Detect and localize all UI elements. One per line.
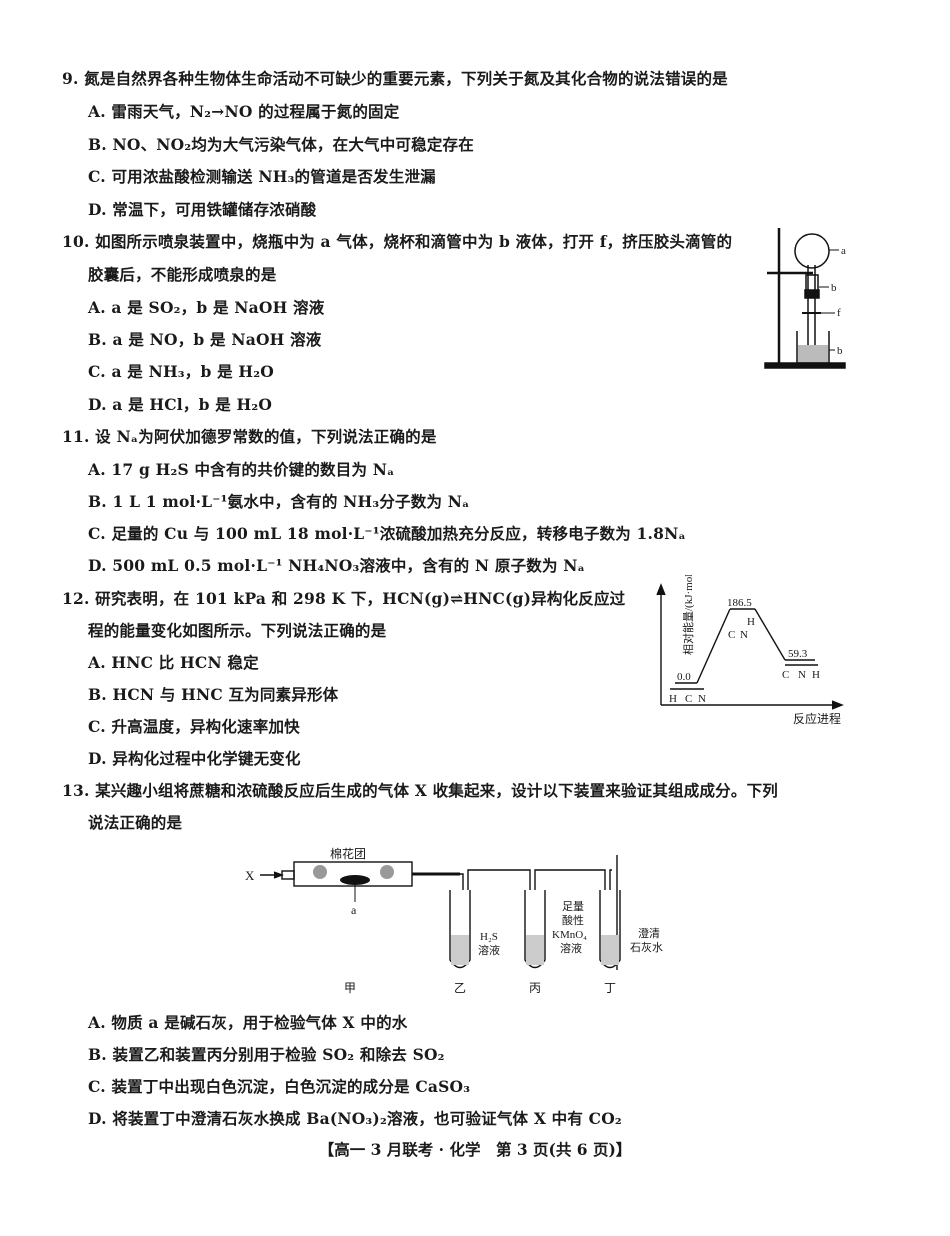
q13-option-d: D. 将装置丁中澄清石灰水换成 Ba(NO₃)₂溶液，也可验证气体 X 中有 C…: [88, 1109, 622, 1128]
question-10-stem-2: 胶囊后，不能形成喷泉的是: [88, 265, 277, 284]
q11-option-b: B. 1 L 1 mol·L⁻¹氨水中，含有的 NH₃分子数为 Nₐ: [88, 492, 470, 511]
atom-label: C: [782, 669, 789, 681]
label-bing-reagent: 足量: [562, 900, 584, 913]
question-11-stem: 11. 设 Nₐ为阿伏加德罗常数的值，下列说法正确的是: [62, 427, 437, 446]
label-b-beaker: b: [837, 345, 843, 357]
label-ding-reagent: 澄清: [638, 926, 660, 940]
label-bing-reagent: KMnO₄: [552, 929, 587, 941]
page-footer: 【高一 3 月联考 · 化学 第 3 页(共 6 页)】: [318, 1140, 632, 1159]
atom-label: H: [812, 669, 820, 681]
q10-option-a: A. a 是 SO₂，b 是 NaOH 溶液: [88, 298, 325, 317]
value-hcn: 0.0: [677, 671, 691, 683]
q10-option-c: C. a 是 NH₃，b 是 H₂O: [88, 362, 274, 381]
label-x: X: [245, 868, 255, 883]
q9-option-a: A. 雷雨天气，N₂→NO 的过程属于氮的固定: [88, 102, 400, 121]
atom-label: N: [740, 629, 748, 641]
label-bing-reagent: 溶液: [560, 941, 582, 955]
q12-option-c: C. 升高温度，异构化速率加快: [88, 717, 300, 736]
label-cotton: 棉花团: [330, 846, 366, 861]
q12-option-a: A. HNC 比 HCN 稳定: [88, 653, 259, 672]
q12-option-d: D. 异构化过程中化学键无变化: [88, 749, 301, 768]
label-yi-reagent: H₂S: [480, 931, 498, 943]
label-bing: 丙: [529, 981, 541, 995]
question-12-stem: 12. 研究表明，在 101 kPa 和 298 K 下，HCN(g)⇌HNC(…: [62, 589, 626, 608]
value-transition-state: 186.5: [727, 597, 752, 609]
question-13-stem: 13. 某兴趣小组将蔗糖和浓硫酸反应后生成的气体 X 收集起来，设计以下装置来验…: [62, 781, 778, 800]
q12-option-b: B. HCN 与 HNC 互为同素异形体: [88, 685, 339, 704]
question-9-stem: 9. 氮是自然界各种生物体生命活动不可缺少的重要元素，下列关于氮及其化合物的说法…: [62, 69, 728, 88]
q13-option-a: A. 物质 a 是碱石灰，用于检验气体 X 中的水: [88, 1013, 408, 1032]
q11-option-a: A. 17 g H₂S 中含有的共价键的数目为 Nₐ: [88, 460, 395, 479]
label-a: a: [351, 903, 357, 917]
label-a: a: [841, 245, 846, 257]
q13-option-b: B. 装置乙和装置丙分别用于检验 SO₂ 和除去 SO₂: [88, 1045, 445, 1064]
label-ding: 丁: [604, 981, 616, 995]
atom-label: H: [669, 693, 677, 705]
gas-verification-apparatus-figure: X 棉花团 a 甲 乙 丙 丁 H₂S 溶液 足量 酸性 KMnO₄ 溶液 澄清…: [245, 846, 663, 995]
label-yi-reagent: 溶液: [478, 943, 500, 957]
energy-diagram-figure: 相对能量/(kJ·mol⁻¹) 反应进程 0.0 186.5 59.3 H C …: [656, 575, 844, 726]
atom-label: C: [728, 629, 735, 641]
atom-label: N: [698, 693, 706, 705]
q9-option-b: B. NO、NO₂均为大气污染气体，在大气中可稳定存在: [88, 135, 474, 154]
x-axis-label: 反应进程: [793, 711, 841, 726]
question-13-stem-2: 说法正确的是: [88, 813, 183, 832]
label-b-dropper: b: [831, 282, 837, 294]
label-jia: 甲: [344, 981, 356, 995]
q10-option-b: B. a 是 NO，b 是 NaOH 溶液: [88, 330, 322, 349]
label-bing-reagent: 酸性: [562, 913, 584, 927]
y-axis-label: 相对能量/(kJ·mol⁻¹): [681, 575, 695, 655]
q10-option-d: D. a 是 HCl，b 是 H₂O: [88, 395, 273, 414]
label-yi: 乙: [454, 981, 466, 995]
atom-label: C: [685, 693, 692, 705]
q11-option-d: D. 500 mL 0.5 mol·L⁻¹ NH₄NO₃溶液中，含有的 N 原子…: [88, 556, 586, 575]
label-f: f: [837, 307, 841, 319]
question-12-stem-2: 程的能量变化如图所示。下列说法正确的是: [88, 621, 387, 640]
question-10-stem: 10. 如图所示喷泉装置中，烧瓶中为 a 气体，烧杯和滴管中为 b 液体，打开 …: [62, 232, 733, 251]
q13-option-c: C. 装置丁中出现白色沉淀，白色沉淀的成分是 CaSO₃: [88, 1077, 471, 1096]
fountain-apparatus-figure: a b f b: [764, 228, 846, 369]
q9-option-d: D. 常温下，可用铁罐储存浓硝酸: [88, 200, 317, 219]
atom-label: H: [747, 616, 755, 628]
q11-option-c: C. 足量的 Cu 与 100 mL 18 mol·L⁻¹浓硫酸加热充分反应，转…: [88, 524, 686, 543]
label-ding-reagent: 石灰水: [630, 940, 663, 954]
atom-label: N: [798, 669, 806, 681]
q9-option-c: C. 可用浓盐酸检测输送 NH₃的管道是否发生泄漏: [88, 167, 436, 186]
value-hnc: 59.3: [788, 648, 808, 660]
